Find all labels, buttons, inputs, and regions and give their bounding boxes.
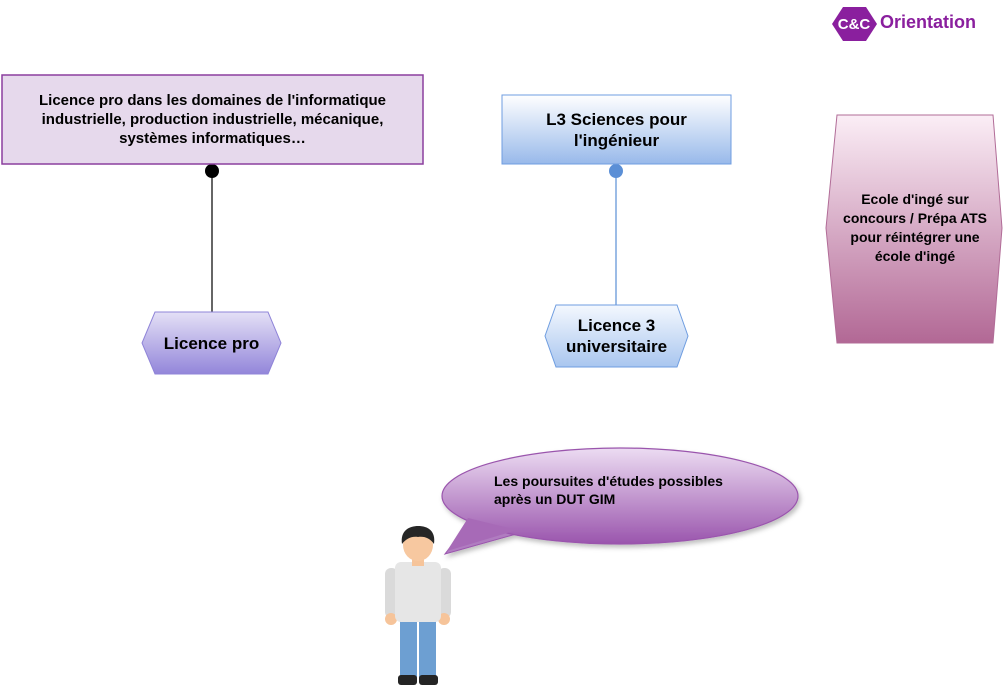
- licence-pro-description-box: [1, 74, 424, 165]
- licence-pro-description-label: Licence pro dans les domaines de l'infor…: [39, 92, 386, 147]
- licence-pro-hexagon: [141, 311, 282, 375]
- brand-name: Orientation: [880, 12, 977, 32]
- connector-dot-black: [205, 164, 219, 178]
- brand-logo-mark: [832, 7, 877, 41]
- l3-sciences-box: [501, 94, 732, 165]
- licence-pro-label: Licence pro: [163, 333, 260, 353]
- speech-bubble-text: Les poursuites d'études possibles après …: [494, 473, 723, 507]
- ecole-label: Ecole d'ingé sur concours / Prépa ATS po…: [843, 191, 987, 264]
- licence3-label: Licence 3 universitaire: [565, 316, 668, 356]
- person-icon: [385, 526, 451, 685]
- speech-bubble: [441, 447, 799, 555]
- licence3-hexagon: [544, 304, 689, 368]
- connector-dot-blue: [609, 164, 623, 178]
- ecole-shape: [825, 114, 1003, 344]
- brand-mark-text: C&C: [837, 15, 871, 33]
- l3-sciences-label: L3 Sciences pour l'ingénieur: [546, 109, 687, 150]
